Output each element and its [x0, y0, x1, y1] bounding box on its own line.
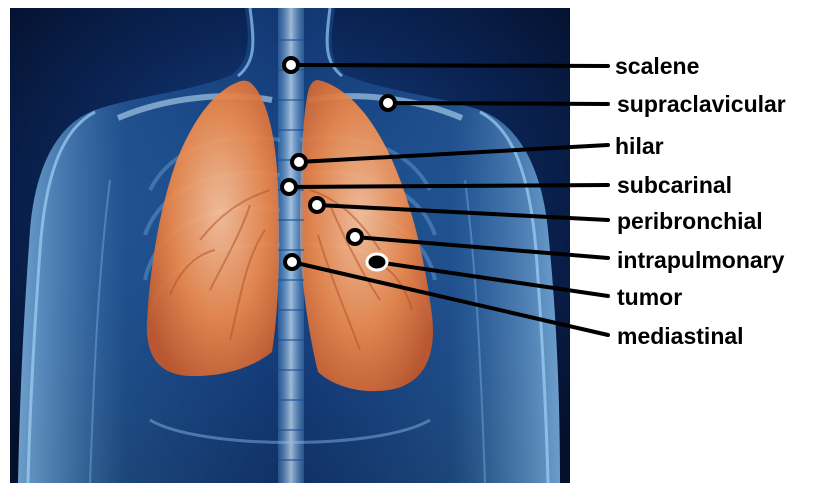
marker-tumor	[367, 254, 387, 270]
marker-hilar	[292, 155, 306, 169]
label-tumor: tumor	[617, 286, 682, 309]
marker-intrapulmonary	[348, 230, 362, 244]
leader-subcarinal	[289, 185, 608, 187]
marker-subcarinal	[282, 180, 296, 194]
label-supraclavicular: supraclavicular	[617, 93, 786, 116]
label-mediastinal: mediastinal	[617, 325, 744, 348]
marker-scalene	[284, 58, 298, 72]
marker-mediastinal	[285, 255, 299, 269]
marker-peribronchial	[310, 198, 324, 212]
leader-supraclavicular	[388, 103, 608, 104]
marker-supraclavicular	[381, 96, 395, 110]
label-intrapulmonary: intrapulmonary	[617, 249, 784, 272]
leader-scalene	[291, 65, 608, 66]
label-peribronchial: peribronchial	[617, 210, 763, 233]
label-hilar: hilar	[615, 135, 664, 158]
spine	[278, 8, 304, 483]
label-scalene: scalene	[615, 55, 699, 78]
label-subcarinal: subcarinal	[617, 174, 732, 197]
